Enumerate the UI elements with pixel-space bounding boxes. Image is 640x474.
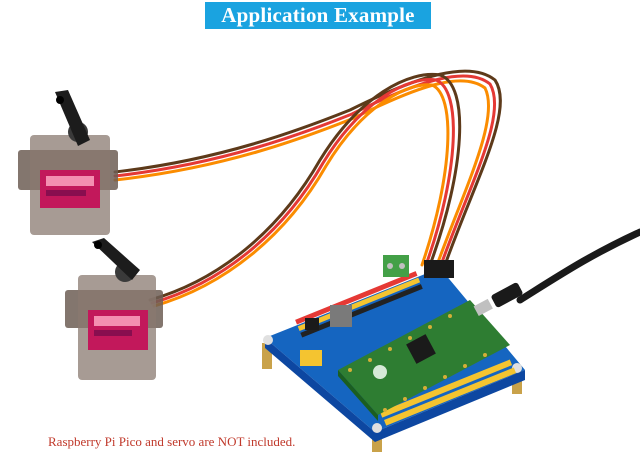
servo-lower — [65, 238, 163, 380]
servo-cables — [113, 69, 640, 308]
banner-title: Application Example — [221, 3, 415, 27]
raspberry-logo-icon — [373, 365, 387, 379]
disclaimer-note: Raspberry Pi Pico and servo are NOT incl… — [48, 434, 295, 450]
servo-upper — [18, 90, 118, 235]
title-banner: Application Example — [205, 2, 431, 29]
raspberry-pi-pico — [338, 282, 523, 421]
disclaimer-text: Raspberry Pi Pico and servo are NOT incl… — [48, 434, 296, 449]
